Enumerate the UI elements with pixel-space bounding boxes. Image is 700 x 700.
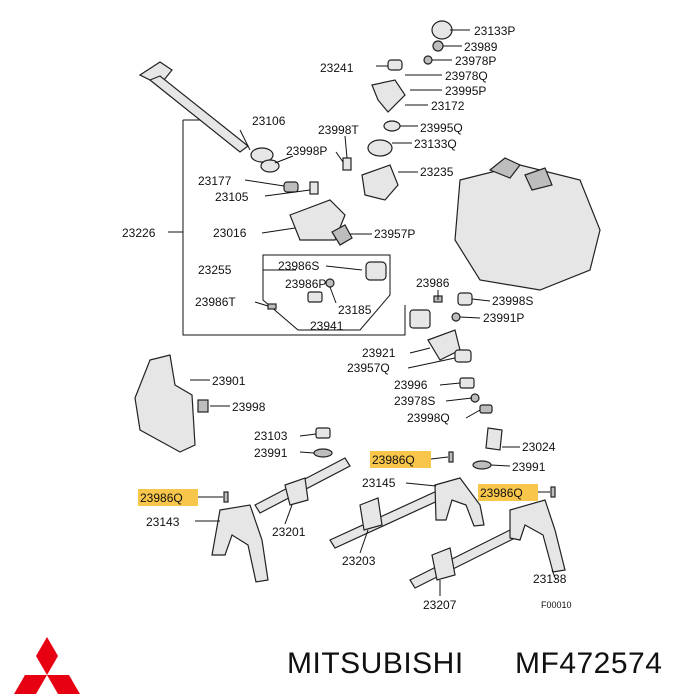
label-23978P: 23978P (455, 54, 496, 68)
label-23255: 23255 (198, 263, 232, 277)
transmission-case (454, 164, 601, 291)
mitsubishi-logo (14, 637, 80, 694)
label-23998T: 23998T (318, 123, 359, 137)
label-23995P: 23995P (445, 84, 486, 98)
group-23255-box (262, 254, 391, 331)
label-23201: 23201 (272, 525, 306, 539)
fork-23138 (509, 499, 566, 573)
highlight-23986Q-b (478, 484, 538, 501)
lever-23172 (371, 79, 406, 113)
label-23991P: 23991P (483, 311, 524, 325)
highlight-23986Q-a (370, 451, 431, 468)
label-23996: 23996 (394, 378, 428, 392)
label-23998S: 23998S (492, 294, 533, 308)
brand-name: MITSUBISHI (287, 647, 464, 680)
label-23235: 23235 (420, 165, 454, 179)
leader-lines (190, 29, 557, 596)
label-23957Q: 23957Q (347, 361, 390, 375)
label-23986T: 23986T (195, 295, 236, 309)
label-23901: 23901 (212, 374, 246, 388)
part-shapes (134, 20, 601, 589)
highlights (138, 451, 538, 506)
label-23016: 23016 (213, 226, 247, 240)
group-23226-bracket (182, 120, 406, 336)
part-number: MF472574 (515, 647, 662, 680)
label-23995Q: 23995Q (420, 121, 463, 135)
label-23226: 23226 (122, 226, 156, 240)
label-23986Q-a: 23986Q (372, 453, 415, 467)
figure-code: F00010 (541, 600, 572, 610)
label-23986P: 23986P (285, 277, 326, 291)
label-23103: 23103 (254, 429, 288, 443)
label-23941: 23941 (310, 319, 344, 333)
label-23991-left: 23991 (254, 446, 288, 460)
label-23105: 23105 (215, 190, 249, 204)
label-23998P: 23998P (286, 144, 327, 158)
label-23921: 23921 (362, 346, 396, 360)
label-23138: 23138 (533, 572, 567, 586)
label-23998: 23998 (232, 400, 266, 414)
label-23986S: 23986S (278, 259, 319, 273)
rod-23207 (409, 529, 516, 589)
label-23986: 23986 (416, 276, 450, 290)
label-23145: 23145 (362, 476, 396, 490)
label-23203: 23203 (342, 554, 376, 568)
label-23106: 23106 (252, 114, 286, 128)
label-23143: 23143 (146, 515, 180, 529)
fork-23143 (211, 504, 269, 583)
label-23241: 23241 (320, 61, 354, 75)
lever-shaft (148, 75, 249, 153)
callout-labels: 23133P 23989 23978P 23241 23978Q 23995P … (122, 24, 572, 612)
label-23989: 23989 (464, 40, 498, 54)
label-23207: 23207 (423, 598, 457, 612)
label-23133Q: 23133Q (414, 137, 457, 151)
label-23185: 23185 (338, 303, 372, 317)
label-23978Q: 23978Q (445, 69, 488, 83)
label-23986Q-b: 23986Q (480, 486, 523, 500)
label-23133P: 23133P (474, 24, 515, 38)
fork-23145 (434, 477, 485, 527)
highlight-23986Q-c (138, 489, 198, 506)
bracket-23901 (134, 354, 196, 453)
part-23235 (361, 164, 399, 201)
label-23172: 23172 (431, 99, 465, 113)
label-23998Q: 23998Q (407, 411, 450, 425)
label-23024: 23024 (522, 440, 556, 454)
label-23978S: 23978S (394, 394, 435, 408)
label-23991-right: 23991 (512, 460, 546, 474)
label-23177: 23177 (198, 174, 232, 188)
label-23986Q-c: 23986Q (140, 491, 183, 505)
label-23957P: 23957P (374, 227, 415, 241)
